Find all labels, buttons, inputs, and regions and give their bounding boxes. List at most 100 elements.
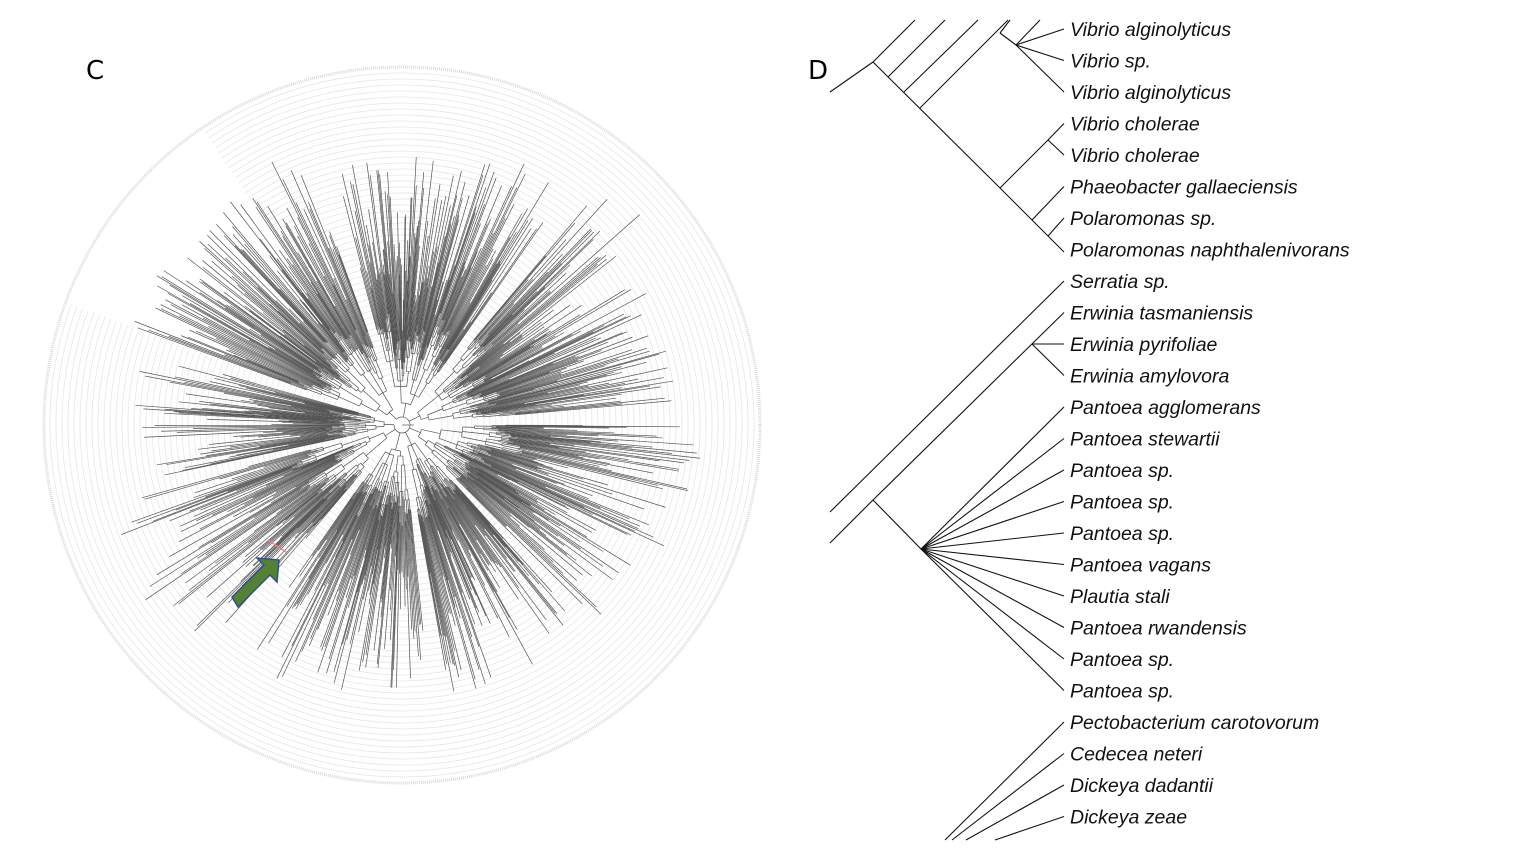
- tree-branch: [264, 495, 329, 558]
- tree-branch: [488, 377, 664, 410]
- tree-branch: [438, 487, 489, 571]
- tree-branch: [373, 508, 378, 520]
- tree-branch: [419, 246, 438, 335]
- tree-branch: [443, 354, 451, 365]
- tree-branch: [443, 358, 449, 365]
- tree-branch: [460, 467, 468, 474]
- tree-branch: [327, 459, 338, 465]
- tree-branch: [481, 458, 495, 464]
- tree-branch: [452, 517, 495, 592]
- tree-arc: [461, 426, 463, 437]
- tree-branch: [456, 393, 468, 399]
- tree-branch: [435, 313, 441, 327]
- tree-branch: [444, 375, 468, 393]
- tree-branch: [425, 369, 433, 383]
- cladogram-branches: [829, 19, 1065, 841]
- tree-arc: [433, 363, 436, 365]
- tree-branch: [259, 484, 334, 550]
- tree-branch: [170, 304, 321, 383]
- tree-branch: [341, 173, 376, 314]
- tree-branch: [487, 452, 495, 455]
- tree-arc: [458, 477, 461, 479]
- tree-branch: [342, 506, 359, 536]
- tree-branch: [173, 498, 310, 606]
- tree-branch: [437, 501, 476, 581]
- tree-branch: [357, 412, 372, 417]
- tree-branch: [334, 344, 348, 360]
- tree-branch: [508, 380, 673, 409]
- tree-branch: [436, 317, 441, 328]
- tree-arc: [334, 386, 336, 389]
- tree-branch: [490, 449, 499, 452]
- tree-branch: [414, 324, 418, 345]
- tree-branch: [470, 408, 484, 413]
- clade-branch: [920, 532, 1065, 550]
- tree-branch: [480, 409, 500, 413]
- tree-branch: [492, 463, 641, 527]
- tree-branch: [434, 353, 441, 365]
- tree-branch: [361, 318, 368, 333]
- tree-branch: [454, 497, 476, 526]
- tree-branch: [169, 471, 288, 522]
- tree-branch: [395, 502, 397, 516]
- tree-branch: [420, 514, 424, 527]
- tree-branch: [135, 404, 314, 419]
- green-arrow-icon: [231, 557, 280, 609]
- taxon-label: Pantoea sp.: [1070, 681, 1174, 703]
- tree-branch: [452, 376, 462, 384]
- tree-branch: [350, 417, 356, 419]
- tree-branch: [501, 453, 554, 469]
- tree-branch: [308, 477, 316, 482]
- tree-branch: [317, 448, 324, 451]
- tree-branch: [320, 430, 330, 432]
- tree-branch: [372, 478, 379, 490]
- tree-branch: [422, 181, 466, 344]
- tree-branch: [484, 352, 555, 387]
- tree-branch: [290, 169, 363, 333]
- taxon-label: Vibrio sp.: [1070, 51, 1151, 73]
- tree-branch: [423, 473, 434, 495]
- tree-branch: [444, 350, 453, 362]
- tree-branch: [461, 509, 502, 568]
- tree-branch: [301, 456, 316, 463]
- tree-branch: [438, 491, 449, 509]
- tree-branch: [483, 371, 502, 382]
- tree-branch: [518, 425, 680, 428]
- tree-branch: [488, 401, 498, 405]
- tree-branch: [373, 486, 377, 494]
- tree-branch: [324, 341, 337, 355]
- tree-branch: [295, 485, 310, 496]
- tree-branch: [164, 442, 316, 476]
- tree-branch: [317, 335, 325, 343]
- tree-branch: [169, 381, 320, 411]
- tree-branch: [380, 519, 389, 574]
- tree-branch: [409, 331, 412, 342]
- tree-branch: [509, 440, 527, 444]
- tree-branch: [325, 386, 331, 390]
- tree-branch: [209, 230, 326, 348]
- tree-branch: [502, 443, 521, 448]
- tree-branch: [498, 404, 553, 413]
- tree-branch: [477, 382, 610, 411]
- tree-branch: [430, 534, 456, 626]
- tree-branch: [415, 468, 422, 486]
- tree-branch: [139, 371, 313, 408]
- tree-branch: [318, 489, 363, 558]
- tree-branch: [449, 267, 472, 316]
- tree-branch: [459, 396, 471, 402]
- tree-branch: [309, 474, 326, 486]
- tree-branch: [383, 482, 389, 505]
- tree-branch: [345, 326, 351, 336]
- tree-branch: [454, 487, 466, 500]
- tree-branch: [405, 499, 408, 514]
- tree-branch: [164, 408, 321, 420]
- tree-branch: [379, 320, 384, 335]
- tree-branch: [155, 307, 310, 382]
- tree-branch: [285, 499, 311, 521]
- tree-branch: [287, 464, 298, 469]
- tree-branch: [426, 340, 429, 345]
- tree-branch: [466, 444, 472, 447]
- tree-branch: [369, 357, 378, 373]
- tree-branch: [317, 368, 334, 380]
- tree-branch: [374, 487, 378, 492]
